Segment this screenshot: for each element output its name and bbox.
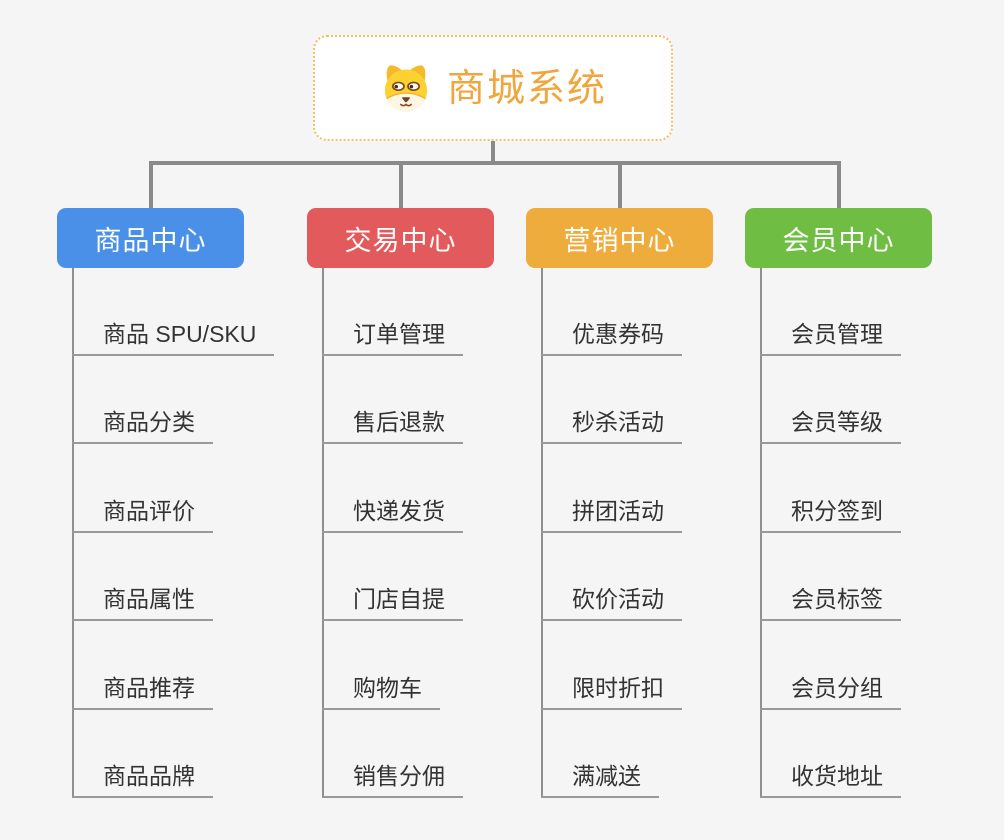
branch-node[interactable]: 营销中心 xyxy=(526,208,713,268)
connector-column-stem xyxy=(322,268,324,798)
sub-item[interactable]: 商品分类 xyxy=(72,395,213,444)
sub-item[interactable]: 会员管理 xyxy=(760,307,901,356)
connector-column-stem xyxy=(541,268,543,798)
sub-item[interactable]: 商品评价 xyxy=(72,484,213,533)
sub-item[interactable]: 砍价活动 xyxy=(541,572,682,621)
branch-node[interactable]: 商品中心 xyxy=(57,208,244,268)
sub-item[interactable]: 商品推荐 xyxy=(72,661,213,710)
sub-item[interactable]: 拼团活动 xyxy=(541,484,682,533)
connector-root-drop xyxy=(491,140,495,163)
sub-item[interactable]: 订单管理 xyxy=(322,307,463,356)
sub-item[interactable]: 积分签到 xyxy=(760,484,901,533)
connector-column-stem xyxy=(72,268,74,798)
sub-item[interactable]: 售后退款 xyxy=(322,395,463,444)
connector-branch-drop xyxy=(618,161,622,208)
connector-branch-drop xyxy=(149,161,153,208)
sub-item[interactable]: 门店自提 xyxy=(322,572,463,621)
connector-column-stem xyxy=(760,268,762,798)
sub-item[interactable]: 会员等级 xyxy=(760,395,901,444)
sub-item[interactable]: 快递发货 xyxy=(322,484,463,533)
sub-item[interactable]: 秒杀活动 xyxy=(541,395,682,444)
sub-item[interactable]: 限时折扣 xyxy=(541,661,682,710)
connector-bus xyxy=(149,161,841,165)
root-title: 商城系统 xyxy=(446,68,607,110)
connector-branch-drop xyxy=(399,161,403,208)
sub-item[interactable]: 商品 SPU/SKU xyxy=(72,307,275,356)
sub-item[interactable]: 优惠券码 xyxy=(541,307,682,356)
sub-item[interactable]: 购物车 xyxy=(322,661,440,710)
dog-face-icon xyxy=(384,65,428,112)
sub-item[interactable]: 会员分组 xyxy=(760,661,901,710)
sub-item[interactable]: 商品品牌 xyxy=(72,749,213,798)
connector-branch-drop xyxy=(837,161,841,208)
sub-item[interactable]: 满减送 xyxy=(541,749,659,798)
sub-item[interactable]: 会员标签 xyxy=(760,572,901,621)
sub-item[interactable]: 销售分佣 xyxy=(322,749,463,798)
branch-node[interactable]: 交易中心 xyxy=(307,208,494,268)
branch-node[interactable]: 会员中心 xyxy=(745,208,932,268)
sub-item[interactable]: 商品属性 xyxy=(72,572,213,621)
root-node-mall-system[interactable]: 商城系统 xyxy=(313,35,673,141)
sub-item[interactable]: 收货地址 xyxy=(760,749,901,798)
